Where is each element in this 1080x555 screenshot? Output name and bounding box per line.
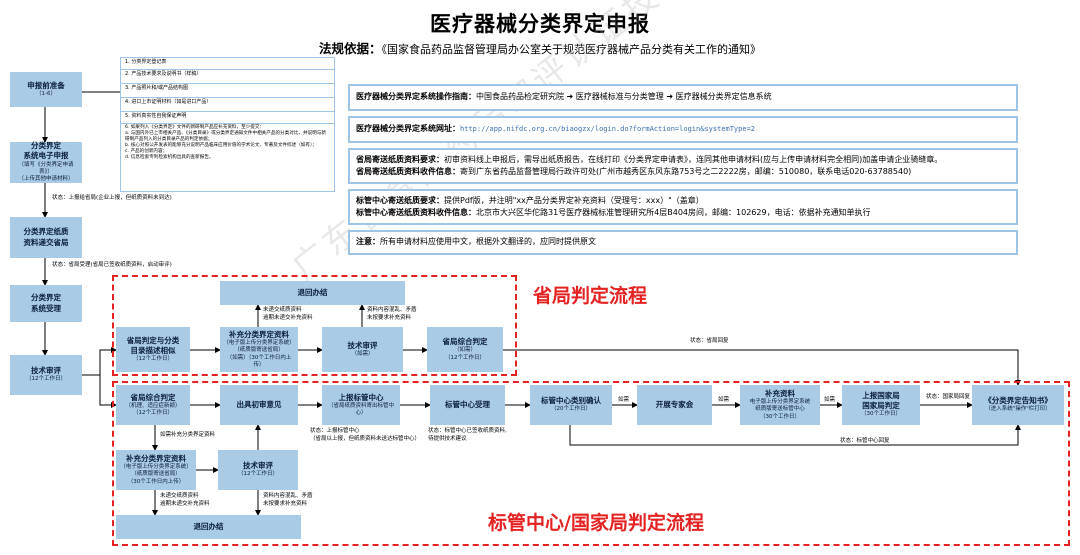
national-return-note: 未递交纸质资料 逾期未递交补充资料 xyxy=(160,493,210,507)
list-item: 4. 进口上市证明材料（如是进口产品） xyxy=(121,98,334,112)
provincial-return-note: 未递交纸质资料 逾期未递交补充资料 xyxy=(263,307,313,321)
provincial-reply-status: 状态：省局回复 xyxy=(690,338,729,344)
list-item: 2. 产品技术要求及说明书（样稿） xyxy=(121,70,334,84)
page-title: 医疗器械分类界定申报 xyxy=(430,12,650,36)
provincial-review-box: 技术审评（如需） xyxy=(322,327,403,372)
notice-info: 注意：所有申请材料应使用中文，根据外文翻译的，应同时提供原文 xyxy=(348,230,1018,255)
opinion-box: 出具初审意见 xyxy=(220,385,298,425)
center-accept-status: 状态：标管中心已签收纸质资料, 待提供技术建议 xyxy=(428,428,507,442)
status-accepted: 状态：省局受理(省局已签收纸质资料，启动审评) xyxy=(52,262,172,268)
mail-to-province-box: 分类界定纸质 资料递交省局 xyxy=(10,217,82,258)
national-flow-heading: 标管中心/国家局判定流程 xyxy=(488,512,704,534)
list-item: 1. 分类界定登记表 xyxy=(121,58,334,70)
system-accept-box: 分类界定 系统受理 xyxy=(10,285,82,322)
nmpa-reply-status: 状态：国家局回复 xyxy=(926,394,971,400)
national-unclear-note: 资料内容混乱、矛盾 未按要求补充资料 xyxy=(263,493,313,507)
system-url-link[interactable]: http://app.nifdc.org.cn/biaogzx/login.do… xyxy=(460,125,756,134)
provincial-flow-heading: 省局判定流程 xyxy=(533,285,648,307)
list-item: 5. 资料真实性自我保证声明 xyxy=(121,112,334,124)
center-supplement-box: 补充资料电子版上传分类界定系统 纸质版寄送标管中心 （30个工作日） xyxy=(740,385,820,425)
center-mail-info: 标管中心寄送纸质要求：提供Pdf版，并注明"xx产品分类界定补充资料（受理号：x… xyxy=(348,189,1018,225)
national-review-box: 技术审评（12个工作日） xyxy=(218,450,298,490)
province-mail-info: 省局寄送纸质资料要求：初审资料线上申报后，需导出纸质报告，在线打印《分类界定申请… xyxy=(348,148,1018,184)
need-supplement-note: 如需补充分类界定资料 xyxy=(160,432,216,438)
notice-box: 《分类界定告知书》（进入系统"操作"栏打印） xyxy=(972,385,1064,425)
national-flow-frame xyxy=(112,381,1070,546)
basis-text: 《国家食品药品监督管理局办公室关于规范医疗器械产品分类有关工作的通知》 xyxy=(381,43,762,56)
report-center-status: 状态：上报标管中心 （省局以上报，但纸质资料未送达标管中心） xyxy=(310,428,421,442)
provincial-supplement-box: 补充分类界定资料（电子版上传分类界定系统） （纸质版寄送省局） （如需）（30个… xyxy=(220,327,298,372)
basis-label: 法规依据： xyxy=(318,41,382,56)
national-return-box: 退回办结 xyxy=(116,515,301,539)
if-need-label-1: 如需 xyxy=(618,397,630,403)
provincial-judge-box: 省局判定与分类 目录描述相似（12个工作日） xyxy=(116,327,190,372)
report-center-box: 上报标管中心（省局纸质资料寄出标管中心） xyxy=(322,385,400,425)
prep-box: 申报前准备（1-6） xyxy=(10,72,82,107)
center-reply-status: 状态：标管中心回复 xyxy=(840,438,890,444)
online-application-box: 分类界定 系统电子申报（填写《分类界定申请表》） （上传其他申请材料） xyxy=(10,141,82,183)
regulation-basis: 法规依据：《国家食品药品监督管理局办公室关于规范医疗器械产品分类有关工作的通知》 xyxy=(0,38,1080,57)
if-need-label-3: 如需 xyxy=(824,397,836,403)
list-item: 3. 产品照片和/或产品结构图 xyxy=(121,84,334,98)
national-supplement-box: 补充分类界定资料（电子版上传分类界定系统） （纸质版寄送省局） （30个工作日内… xyxy=(116,450,196,490)
list-item: 6. 如果列入《分类界定》文件的新研制产品应补充资料，至少提交： a. 与国内外… xyxy=(125,125,326,160)
center-confirm-box: 标管中心类别确认（20个工作日） xyxy=(530,385,612,425)
provincial-final-box: 省局综合判定（如需） （12个工作日） xyxy=(427,327,503,372)
tech-review-box: 技术审评（12个工作日） xyxy=(10,355,82,395)
if-need-label-2: 如需 xyxy=(718,397,730,403)
guide-info: 医疗器械分类界定系统操作指南：中国食品药品检定研究院 ➜ 医疗器械标准与分类管理… xyxy=(348,84,1018,111)
nmpa-judge-box: 上报国家局 国家局判定（30个工作日） xyxy=(842,385,920,425)
status-reported: 状态：上报给省局(企业上报，但纸质资料未到达) xyxy=(52,195,172,201)
expert-meeting-box: 开展专家会 xyxy=(637,385,712,425)
system-url-info: 医疗器械分类界定系统网址：http://app.nifdc.org.cn/bia… xyxy=(348,116,1018,143)
center-accept-box: 标管中心受理 xyxy=(430,385,505,425)
provincial-unclear-note: 资料内容混乱、矛盾 未按要求补充资料 xyxy=(367,307,417,321)
provincial-return-box: 退回办结 xyxy=(220,281,405,305)
national-combined-box: 省局综合判定（机理、适应症新颖） （12个工作日） xyxy=(116,385,190,425)
provincial-flow-frame xyxy=(112,275,517,376)
prep-materials-list: 1. 分类界定登记表 2. 产品技术要求及说明书（样稿） 3. 产品照片和/或产… xyxy=(120,57,335,192)
